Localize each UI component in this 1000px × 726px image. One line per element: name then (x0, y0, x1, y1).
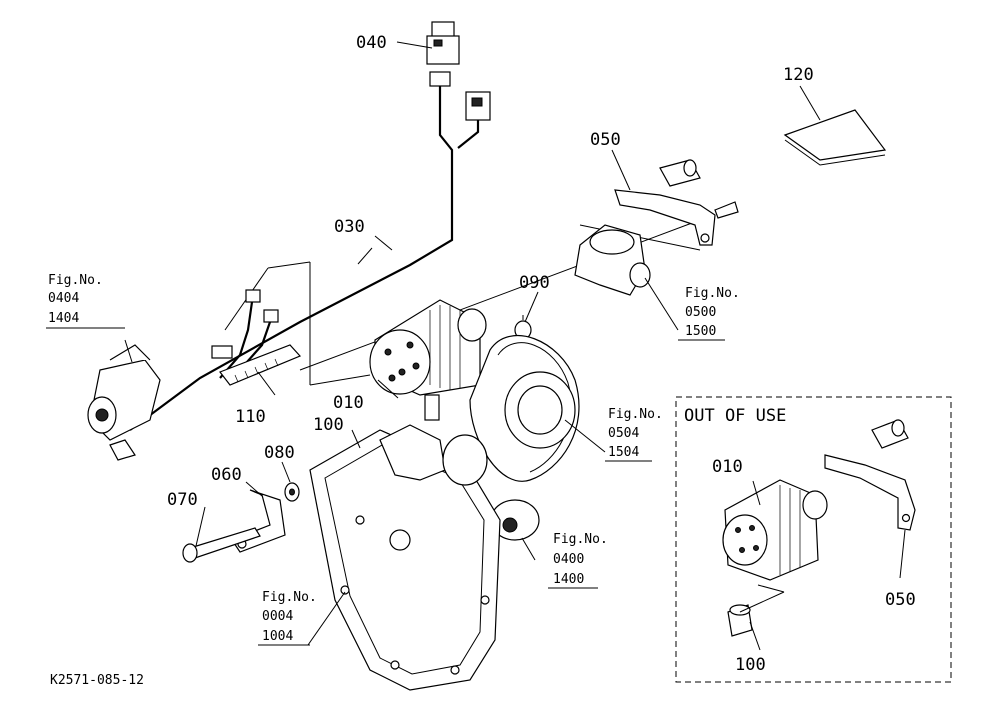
bolt-070 (182, 527, 261, 563)
relay-040 (129, 21, 491, 431)
collar-090 (514, 315, 532, 340)
gear-case (309, 424, 501, 691)
figref-0500: Fig.No. 0500 1500 (678, 286, 740, 341)
fan-belt (469, 334, 580, 541)
ooo-label-010: 010 (712, 457, 743, 477)
out-of-use-title: OUT OF USE (684, 406, 786, 426)
starter-motor (87, 344, 161, 461)
figref-0004: Fig.No. 0004 1004 (258, 590, 317, 646)
svg-text:0500: 0500 (685, 305, 716, 320)
alternator-010 (369, 299, 487, 421)
label-010: 010 (333, 393, 364, 413)
manual-120 (783, 109, 887, 166)
svg-text:1504: 1504 (608, 445, 639, 460)
drawing-code: K2571-085-12 (50, 673, 144, 688)
out-of-use-box (675, 396, 952, 683)
washer-080 (284, 482, 300, 502)
label-090: 090 (519, 273, 550, 293)
label-060: 060 (211, 465, 242, 485)
svg-text:1404: 1404 (48, 311, 79, 326)
svg-text:1400: 1400 (553, 572, 584, 587)
label-050: 050 (590, 130, 621, 150)
bracket-050 (614, 159, 739, 246)
svg-text:0400: 0400 (553, 552, 584, 567)
label-030: 030 (334, 217, 365, 237)
svg-text:0004: 0004 (262, 609, 293, 624)
svg-text:0404: 0404 (48, 291, 79, 306)
svg-text:Fig.No.: Fig.No. (48, 273, 103, 288)
out-of-use-labels: OUT OF USE 010 050 100 (684, 406, 916, 675)
svg-text:1500: 1500 (685, 324, 716, 339)
label-110: 110 (235, 407, 266, 427)
label-leaders (124, 41, 906, 651)
ooo-label-100: 100 (735, 655, 766, 675)
svg-text:0504: 0504 (608, 426, 639, 441)
label-120: 120 (783, 65, 814, 85)
svg-text:Fig.No.: Fig.No. (608, 407, 663, 422)
label-040: 040 (356, 33, 387, 53)
svg-text:Fig.No.: Fig.No. (685, 286, 740, 301)
water-flange (574, 224, 651, 296)
svg-text:Fig.No.: Fig.No. (262, 590, 317, 605)
ooo-label-050: 050 (885, 590, 916, 610)
figref-0400: Fig.No. 0400 1400 (548, 532, 608, 589)
svg-text:1004: 1004 (262, 629, 293, 644)
label-100: 100 (313, 415, 344, 435)
label-070: 070 (167, 490, 198, 510)
figref-0404: Fig.No. 0404 1404 (46, 273, 125, 329)
part-labels: 040 120 050 030 090 010 110 100 080 060 … (167, 33, 814, 510)
figref-0504: Fig.No. 0504 1504 (605, 407, 663, 462)
harness-110 (211, 289, 302, 386)
label-080: 080 (264, 443, 295, 463)
svg-text:Fig.No.: Fig.No. (553, 532, 608, 547)
